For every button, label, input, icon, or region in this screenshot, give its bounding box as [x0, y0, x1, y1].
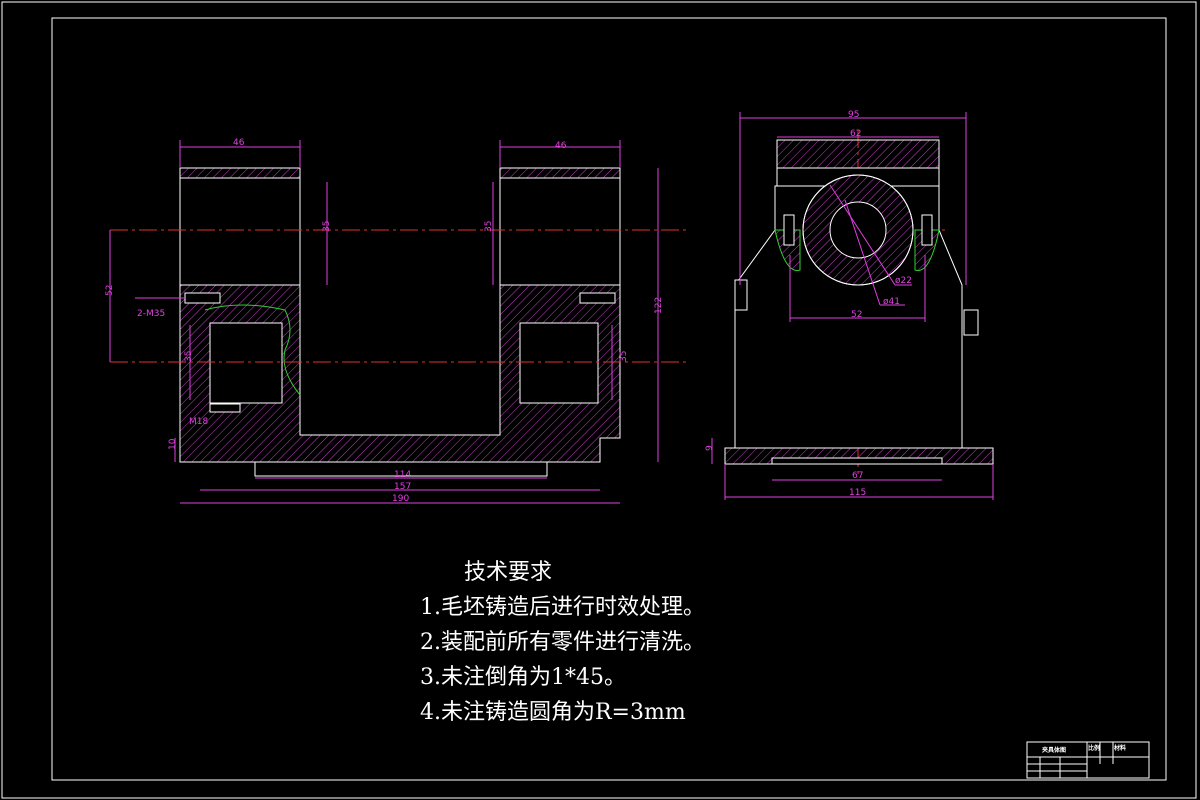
dim-top-left: 46 [233, 138, 245, 148]
side-base-slot [771, 457, 943, 465]
dim-top-right: 46 [555, 141, 567, 151]
dim-h-lower-left: 35 [184, 351, 194, 362]
right-bolt [579, 292, 616, 304]
technical-requirements: 技术要求 1.毛坯铸造后进行时效处理。 2.装配前所有零件进行清洗。 3.未注倒… [420, 555, 705, 730]
requirement-1: 1.毛坯铸造后进行时效处理。 [420, 595, 705, 620]
left-top-hatch [179, 167, 301, 179]
dim-h-right: 35 [484, 221, 494, 232]
dim-95: 95 [848, 110, 859, 120]
dim-thread: 2-M35 [137, 309, 165, 319]
side-right-screw [921, 214, 933, 246]
requirement-4: 4.未注铸造圆角为R=3mm [420, 700, 686, 725]
dim-m18: M18 [189, 417, 208, 427]
dim-d22: ø22 [895, 276, 912, 286]
dim-h-left: 35 [322, 221, 332, 232]
front-dim-text: 46 46 35 35 52 2-M35 35 35 122 M18 10 11… [105, 138, 664, 504]
dim-9: 9 [705, 445, 715, 451]
dim-115: 115 [849, 488, 866, 498]
dim-52: 52 [851, 310, 862, 320]
front-view [179, 167, 621, 477]
bore-inner [829, 201, 887, 259]
dim-114: 114 [394, 470, 411, 480]
side-cap [776, 139, 940, 169]
side-view [724, 139, 994, 465]
title-block [1026, 741, 1150, 779]
left-cavity [209, 322, 283, 404]
base-slot [254, 461, 548, 477]
dim-67: 67 [852, 471, 863, 481]
centerlines [110, 130, 945, 475]
right-cavity [519, 322, 599, 404]
requirements-title: 技术要求 [464, 560, 553, 585]
right-top-hatch [499, 167, 621, 179]
small-bolt [209, 403, 241, 413]
right-upper-block [499, 167, 621, 286]
left-upper-block [179, 167, 301, 286]
requirement-3: 3.未注倒角为1*45。 [420, 665, 626, 690]
title-block-scale: 比例 [1088, 744, 1100, 752]
dim-d41: ø41 [883, 297, 900, 307]
requirement-2: 2.装配前所有零件进行清洗。 [420, 630, 705, 655]
dim-total-h: 122 [654, 297, 664, 314]
dim-center-dist: 52 [105, 285, 115, 296]
inner-frame [51, 17, 1167, 781]
dim-190: 190 [392, 494, 409, 504]
side-left-screw [783, 214, 795, 246]
side-left-clamp [734, 279, 748, 311]
dim-h-lower-right: 35 [619, 351, 629, 362]
side-dim-text: 95 62 ø22 ø41 52 67 115 9 [705, 110, 912, 498]
dim-157: 157 [394, 482, 411, 492]
left-bolt [184, 292, 221, 304]
dim-62: 62 [850, 129, 861, 139]
break-line [204, 304, 301, 396]
title-block-material: 材料 [1113, 744, 1126, 752]
title-block-name: 夹具体图 [1042, 746, 1066, 754]
side-dim-lines [711, 112, 994, 500]
side-right-clamp [963, 309, 979, 336]
front-dim-lines [109, 140, 659, 504]
dim-base-t: 10 [168, 438, 178, 450]
